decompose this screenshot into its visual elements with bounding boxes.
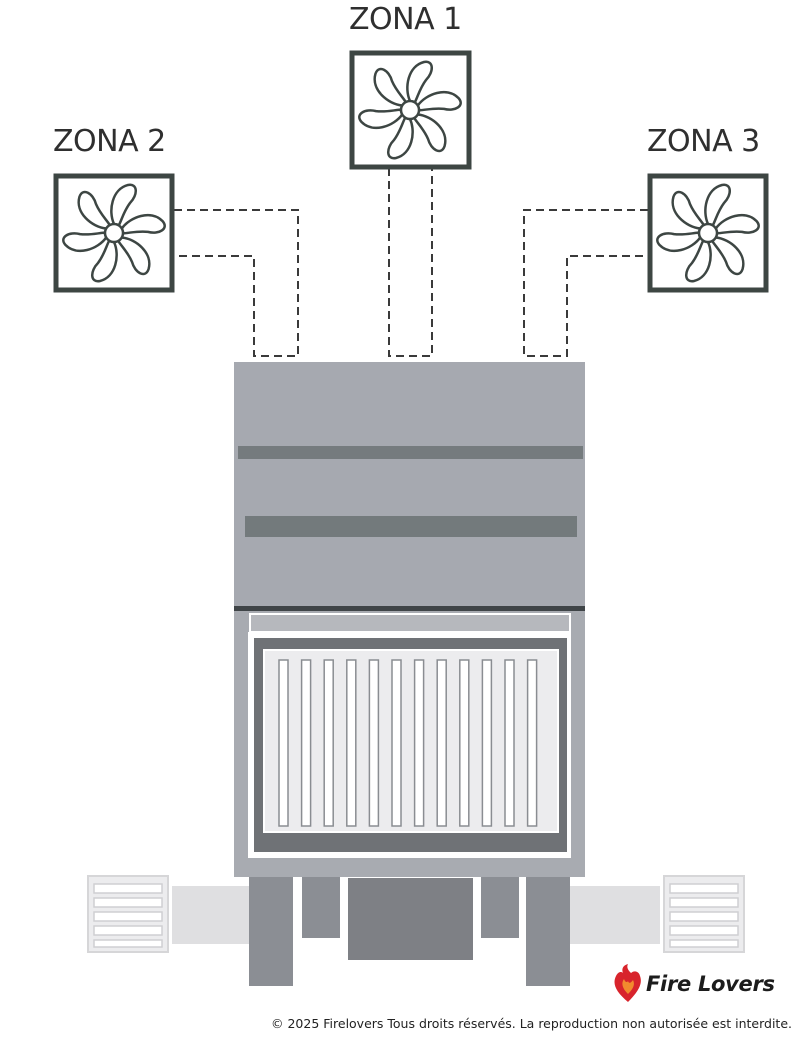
fan-blade — [120, 213, 166, 235]
firebox-grille — [278, 659, 538, 827]
vent-grille-left — [87, 875, 169, 953]
fan-blade — [714, 213, 760, 235]
grille-bar — [278, 659, 289, 827]
fan-blade — [406, 60, 433, 104]
fan-blade — [110, 183, 137, 227]
fan-blade — [685, 239, 712, 283]
firebox-top-strip — [249, 613, 571, 633]
leg-left-inner — [302, 876, 340, 938]
grille-bar — [481, 659, 493, 827]
fan-blade — [387, 116, 414, 160]
fan-zone-1 — [349, 50, 472, 170]
brand-logo: Fire Lovers — [612, 964, 775, 1004]
fan-blade — [373, 67, 407, 107]
fan-blade — [671, 190, 705, 230]
floor-connector-left — [172, 886, 252, 944]
zone-2-label: ZONA 2 — [53, 124, 166, 159]
grille-bar — [413, 659, 425, 827]
vent-grille-right — [663, 875, 745, 953]
flame-heart-icon — [614, 964, 641, 1002]
leg-left-outer — [249, 876, 293, 986]
grille-bar — [436, 659, 447, 827]
fan-blade — [416, 90, 462, 112]
fireplace-hood — [234, 362, 585, 610]
grille-bar — [368, 659, 380, 827]
fan-blade — [117, 236, 151, 276]
fan-zone-3 — [647, 173, 769, 293]
fan-blade — [711, 236, 745, 276]
brand-name: Fire Lovers — [646, 972, 775, 996]
zone-3-label: ZONA 3 — [647, 124, 760, 159]
fan-hub — [103, 222, 125, 244]
duct-zone-3 — [523, 209, 648, 357]
leg-right-inner — [481, 876, 519, 938]
fan-hub — [399, 99, 421, 121]
fan-blade — [358, 108, 404, 130]
hood-divider — [234, 606, 585, 611]
floor-connector-right — [568, 886, 660, 944]
grille-bar — [346, 659, 357, 827]
hood-band-upper — [238, 446, 583, 459]
duct-zone-1 — [388, 168, 433, 357]
grille-bar — [323, 659, 334, 827]
grille-bar — [526, 659, 538, 827]
zone-1-label: ZONA 1 — [349, 2, 462, 37]
leg-right-outer — [526, 876, 570, 986]
fan-blade — [62, 231, 108, 253]
fan-blade — [656, 231, 702, 253]
duct-zone-2 — [174, 209, 299, 357]
grille-bar — [504, 659, 515, 827]
base-center-block — [348, 878, 473, 960]
fan-blade — [77, 190, 111, 230]
fan-blade — [413, 113, 447, 153]
fan-blade — [91, 239, 118, 283]
hood-band-lower — [245, 516, 577, 537]
fan-zone-2 — [53, 173, 175, 293]
grille-bar — [300, 659, 312, 827]
grille-bar — [391, 659, 402, 827]
fan-hub — [697, 222, 719, 244]
grille-bar — [459, 659, 470, 827]
fan-blade — [704, 183, 731, 227]
copyright-notice: © 2025 Firelovers Tous droits réservés. … — [271, 1016, 792, 1031]
